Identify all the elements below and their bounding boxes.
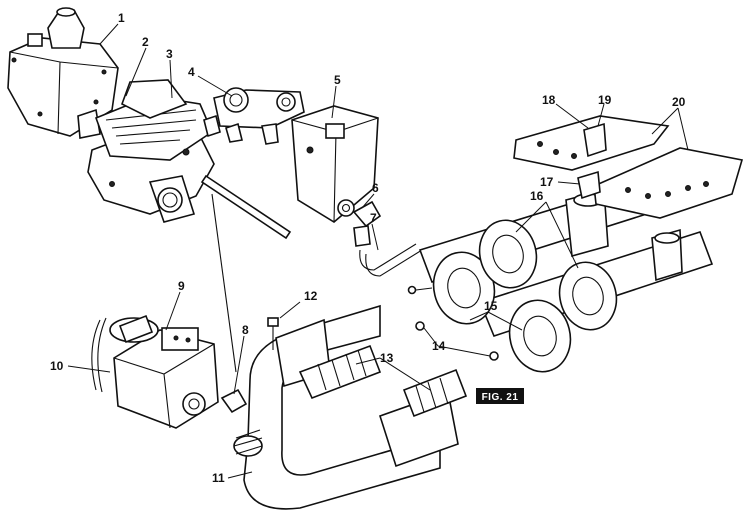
callout-4: 4 bbox=[188, 65, 195, 79]
callout-14: 14 bbox=[432, 339, 446, 353]
thermocouple-lead bbox=[200, 174, 292, 373]
figure-label-text: FIG. 21 bbox=[482, 392, 519, 403]
burner-disc-3 bbox=[508, 299, 572, 373]
callout-11: 11 bbox=[212, 471, 225, 485]
callout-18: 18 bbox=[542, 93, 556, 107]
valve-housing bbox=[291, 105, 379, 223]
gas-valve-lower bbox=[91, 314, 219, 429]
burner-screw bbox=[407, 285, 433, 295]
callout-15: 15 bbox=[484, 299, 498, 313]
callout-9: 9 bbox=[178, 279, 185, 293]
callout-1: 1 bbox=[118, 11, 125, 25]
pilot-tube bbox=[359, 243, 423, 277]
callout-5: 5 bbox=[334, 73, 341, 87]
callout-10: 10 bbox=[50, 359, 64, 373]
screw-14a bbox=[415, 321, 425, 331]
burner-disc-2 bbox=[478, 219, 538, 289]
callout-20: 20 bbox=[672, 95, 686, 109]
callout-17: 17 bbox=[540, 175, 554, 189]
pressure-regulator bbox=[7, 7, 119, 139]
callout-13: 13 bbox=[380, 351, 394, 365]
spring-upper bbox=[298, 344, 382, 400]
pilot-bracket bbox=[577, 170, 601, 200]
pipe-tee-fitting bbox=[203, 87, 305, 145]
callout-6: 6 bbox=[372, 181, 379, 195]
callout-12: 12 bbox=[304, 289, 318, 303]
spring-lower bbox=[402, 368, 468, 418]
figure-label: FIG. 21 bbox=[476, 388, 524, 404]
callout-8: 8 bbox=[242, 323, 249, 337]
screw-14b bbox=[489, 351, 499, 361]
callout-2: 2 bbox=[142, 35, 149, 49]
callout-7: 7 bbox=[370, 211, 377, 225]
elbow-fitting bbox=[352, 200, 382, 247]
callout-16: 16 bbox=[530, 189, 544, 203]
callout-3: 3 bbox=[166, 47, 173, 61]
callout-19: 19 bbox=[598, 93, 612, 107]
gas-control-valve bbox=[87, 79, 215, 223]
burner-plate-lower bbox=[593, 147, 744, 219]
screw-12 bbox=[267, 317, 279, 350]
leader-lines bbox=[67, 23, 689, 479]
burner-plate-upper bbox=[513, 115, 670, 171]
callout-labels: 1 2 3 4 5 6 7 8 9 10 11 12 13 14 15 16 1… bbox=[50, 11, 686, 485]
compression-fitting bbox=[220, 388, 248, 414]
burner-disc-4 bbox=[558, 261, 618, 331]
